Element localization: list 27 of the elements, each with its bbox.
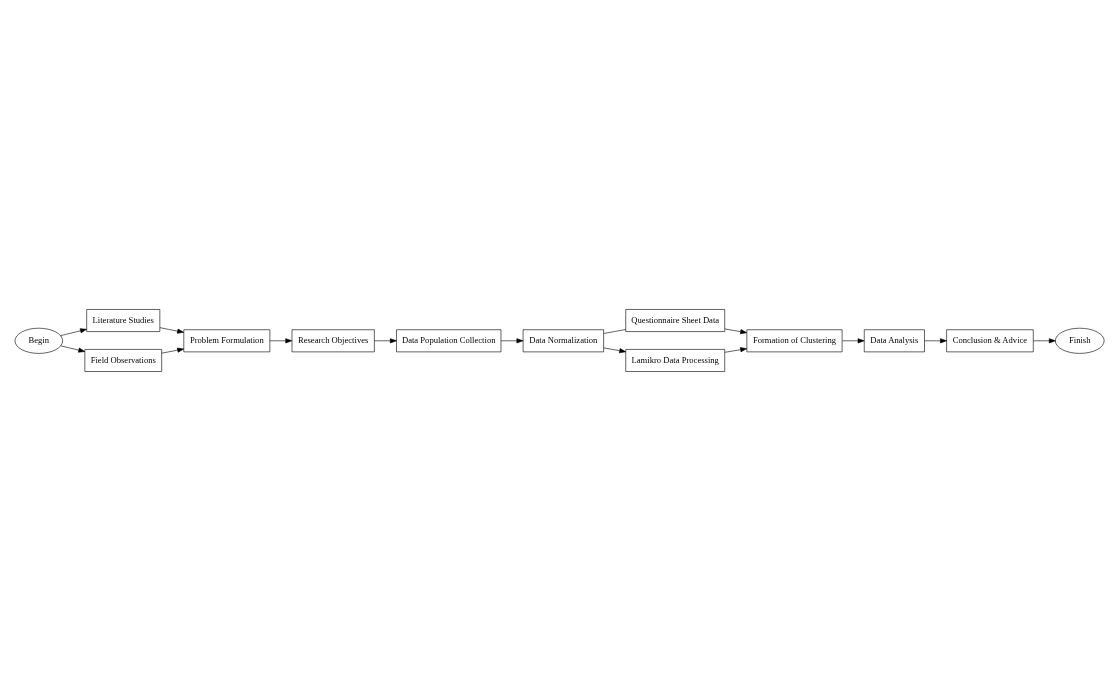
arrow <box>161 347 185 354</box>
arrow <box>603 347 627 354</box>
arrow <box>159 327 184 334</box>
arrow <box>724 347 747 353</box>
node-ellipse: Begin <box>14 327 63 354</box>
arrow <box>724 328 747 335</box>
arrow <box>269 338 293 344</box>
arrow <box>924 338 947 344</box>
arrow <box>60 328 87 336</box>
node-box: Field Observations <box>84 349 162 372</box>
node-box: Literature Studies <box>86 309 161 332</box>
node-box: Lamikro Data Processing <box>625 349 726 372</box>
arrow <box>60 345 86 353</box>
node-box: Data Analysis <box>863 329 925 353</box>
arrow <box>842 338 865 344</box>
node-box: Questionnaire Sheet Data <box>625 309 726 332</box>
arrow <box>374 338 397 344</box>
node-box: Formation of Clustering <box>746 329 843 353</box>
node-box: Conclusion & Advice <box>946 329 1034 353</box>
node-box: Data Population Collection <box>396 329 502 353</box>
node-box: Research Objectives <box>291 329 375 353</box>
node-box: Data Normalization <box>522 329 604 353</box>
arrow <box>1033 338 1056 344</box>
node-box: Problem Formulation <box>183 329 271 353</box>
arrow <box>500 338 524 344</box>
connector <box>603 329 627 334</box>
node-ellipse: Finish <box>1055 327 1105 354</box>
